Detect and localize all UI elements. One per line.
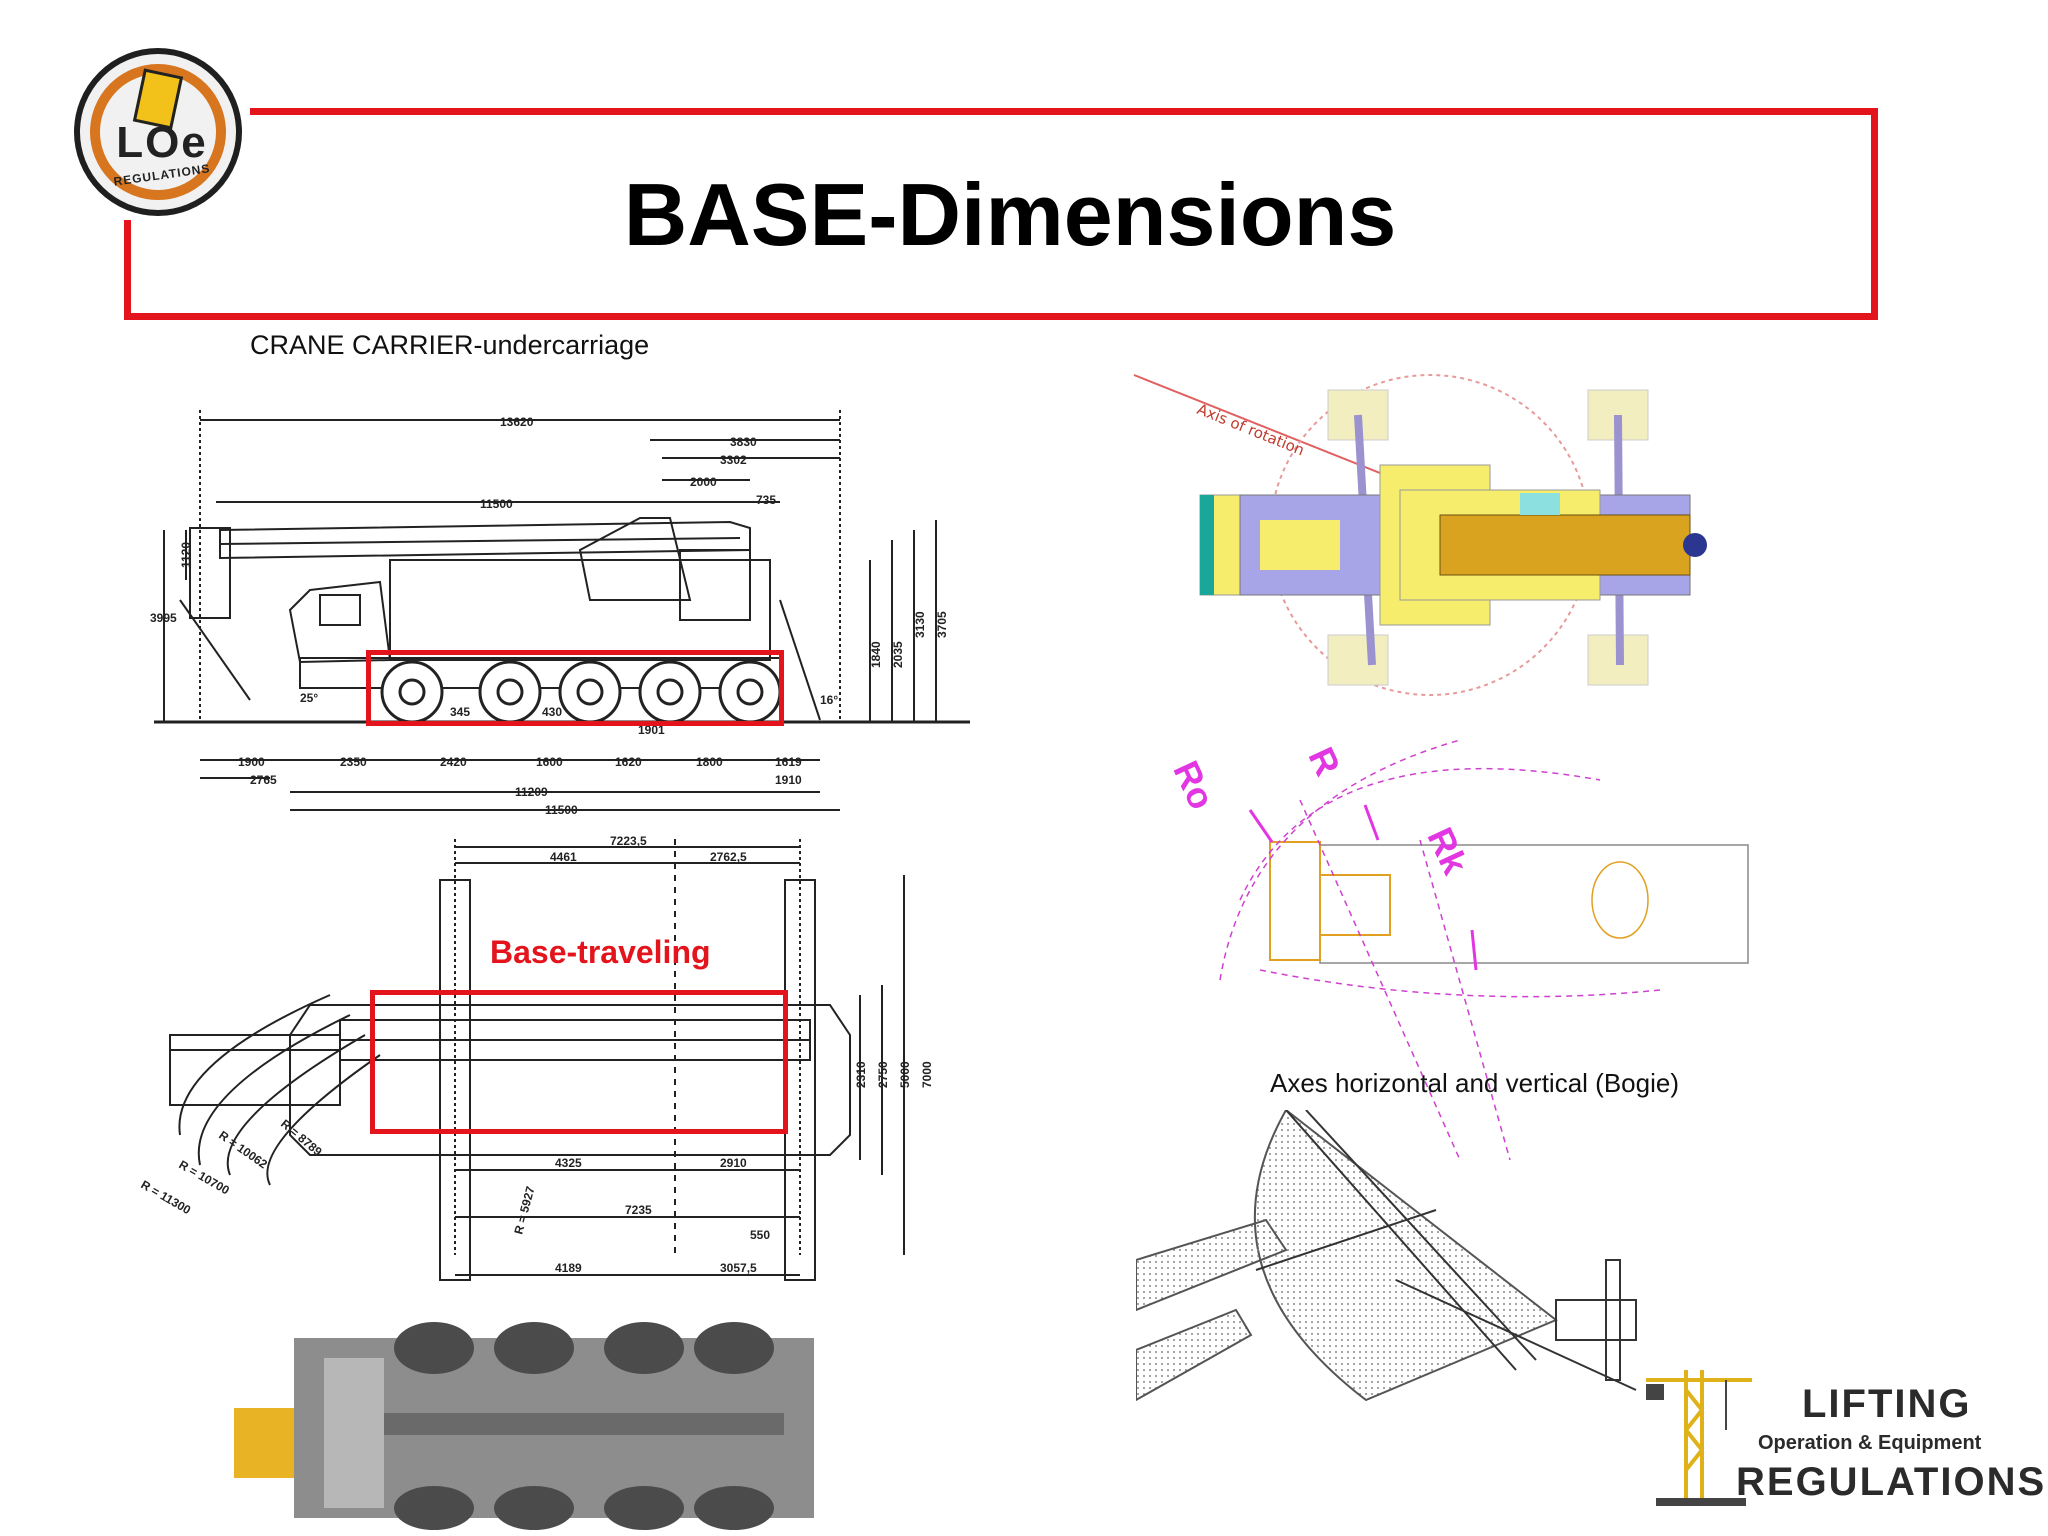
dim-3705: 3705 — [935, 611, 949, 638]
radius-ro-label: Ro — [1165, 755, 1222, 816]
dim-1800: 1800 — [696, 755, 723, 769]
slide-title: BASE-Dimensions — [623, 165, 1397, 264]
dim-3995: 3995 — [150, 611, 177, 625]
dim-550: 550 — [750, 1228, 770, 1242]
dim-1120: 1120 — [179, 542, 193, 568]
dim-7223: 7223,5 — [610, 834, 647, 848]
logo-text: LOe — [116, 118, 208, 167]
angle-25: 25° — [300, 691, 318, 705]
dim-2310: 2310 — [854, 1061, 868, 1088]
radius-10062: R = 10062 — [216, 1128, 270, 1172]
dim-1620: 1620 — [615, 755, 642, 769]
carrier-caption: CRANE CARRIER-undercarriage — [250, 330, 650, 360]
dim-11500-bottom: 11500 — [545, 803, 578, 817]
axis-of-rotation-label: Axis of rotation — [1195, 400, 1307, 459]
dim-1600: 1600 — [536, 755, 563, 769]
angle-16: 16° — [820, 693, 838, 707]
wheels-highlight-box — [366, 650, 784, 726]
dim-11209: 11209 — [515, 785, 548, 799]
undercarriage-photo — [234, 1318, 834, 1530]
logo-ring — [90, 64, 226, 200]
bogie-diagram — [1136, 1110, 1637, 1402]
crane-plan-view: Axis of rotation — [1133, 374, 1707, 696]
dim-4325: 4325 — [555, 1156, 582, 1170]
brand-line-2: Operation & Equipment — [1758, 1432, 1982, 1454]
dim-2035: 2035 — [891, 641, 905, 668]
dim-4461: 4461 — [550, 850, 577, 864]
dim-2350: 2350 — [340, 755, 367, 769]
radius-10700: R = 10700 — [177, 1157, 233, 1197]
base-traveling-box — [370, 990, 788, 1134]
dim-345: 345 — [450, 705, 470, 719]
dim-3302: 3302 — [720, 453, 747, 467]
radius-r-label: R — [1301, 741, 1349, 782]
dim-1901: 1901 — [638, 723, 665, 737]
dim-2765: 2765 — [250, 773, 277, 787]
base-traveling-label: Base-traveling — [490, 934, 711, 970]
title-frame — [124, 108, 1878, 320]
dim-3130: 3130 — [913, 611, 927, 638]
radius-8789: R = 8789 — [278, 1117, 325, 1159]
loe-logo: LOe REGULATIONS — [74, 48, 242, 216]
dim-13620: 13620 — [500, 415, 534, 429]
dim-5000: 5000 — [898, 1061, 912, 1088]
axes-caption: Axes horizontal and vertical (Bogie) — [1270, 1068, 1679, 1098]
dim-735: 735 — [756, 493, 776, 507]
lifting-regulations-logo: LIFTING Operation & Equipment REGULATION… — [1636, 1360, 2044, 1510]
dim-3057: 3057,5 — [720, 1261, 757, 1275]
side-view-drawing: 13620 3830 3302 2000 11500 735 3995 1120… — [150, 410, 970, 817]
dim-1619: 1619 — [775, 755, 802, 769]
dim-1900: 1900 — [238, 755, 265, 769]
radius-diagram: Ro R Rk — [1165, 739, 1749, 1161]
dim-3830: 3830 — [730, 435, 757, 449]
dim-2750: 2750 — [876, 1061, 890, 1088]
dim-4189: 4189 — [555, 1261, 582, 1275]
dim-1840: 1840 — [869, 641, 883, 668]
dim-2762: 2762,5 — [710, 850, 747, 864]
dim-7235: 7235 — [625, 1203, 652, 1217]
brand-line-1: LIFTING — [1802, 1382, 1972, 1426]
dim-2420: 2420 — [440, 755, 467, 769]
tower-crane-icon — [1646, 1370, 1752, 1506]
dim-1910: 1910 — [775, 773, 802, 787]
dim-11500: 11500 — [480, 497, 513, 511]
radius-5927: R = 5927 — [511, 1184, 537, 1235]
dim-7000: 7000 — [920, 1061, 934, 1088]
radius-11300: R = 11300 — [139, 1177, 194, 1217]
dim-2910: 2910 — [720, 1156, 747, 1170]
brand-line-3: REGULATIONS — [1736, 1460, 2047, 1504]
dim-430: 430 — [542, 705, 562, 719]
radius-rk-label: Rk — [1419, 821, 1476, 881]
dim-2000: 2000 — [690, 475, 717, 489]
